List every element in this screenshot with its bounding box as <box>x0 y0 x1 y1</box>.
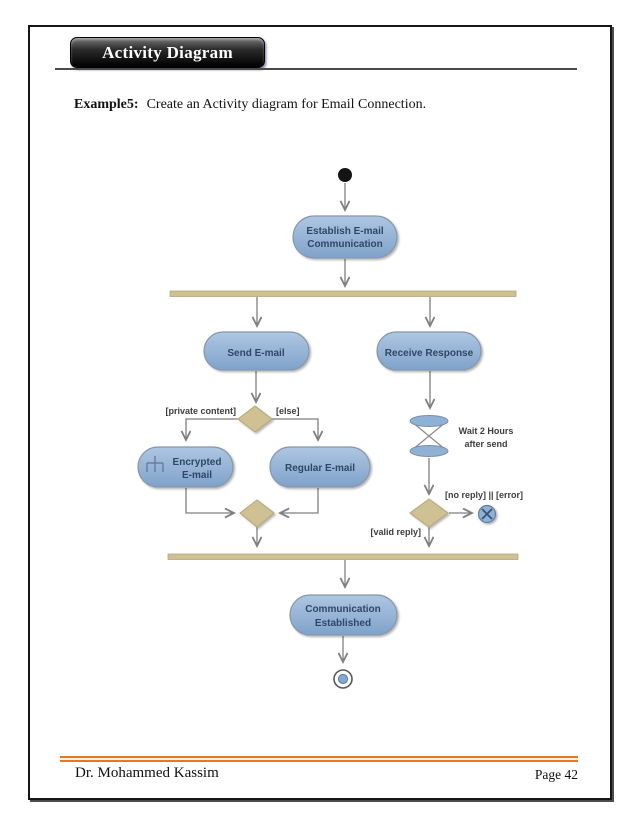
header-divider <box>55 68 577 70</box>
footer-author: Dr. Mohammed Kassim <box>75 765 219 781</box>
example-line: Example5: Create an Activity diagram for … <box>74 97 426 113</box>
footer-page-number: Page 42 <box>534 767 578 782</box>
document-page <box>28 25 612 800</box>
section-banner: Activity Diagram <box>70 37 265 68</box>
example-label: Example5: <box>74 97 139 112</box>
footer-divider <box>60 756 578 762</box>
banner-title: Activity Diagram <box>102 42 233 62</box>
example-text: Create an Activity diagram for Email Con… <box>146 97 427 112</box>
